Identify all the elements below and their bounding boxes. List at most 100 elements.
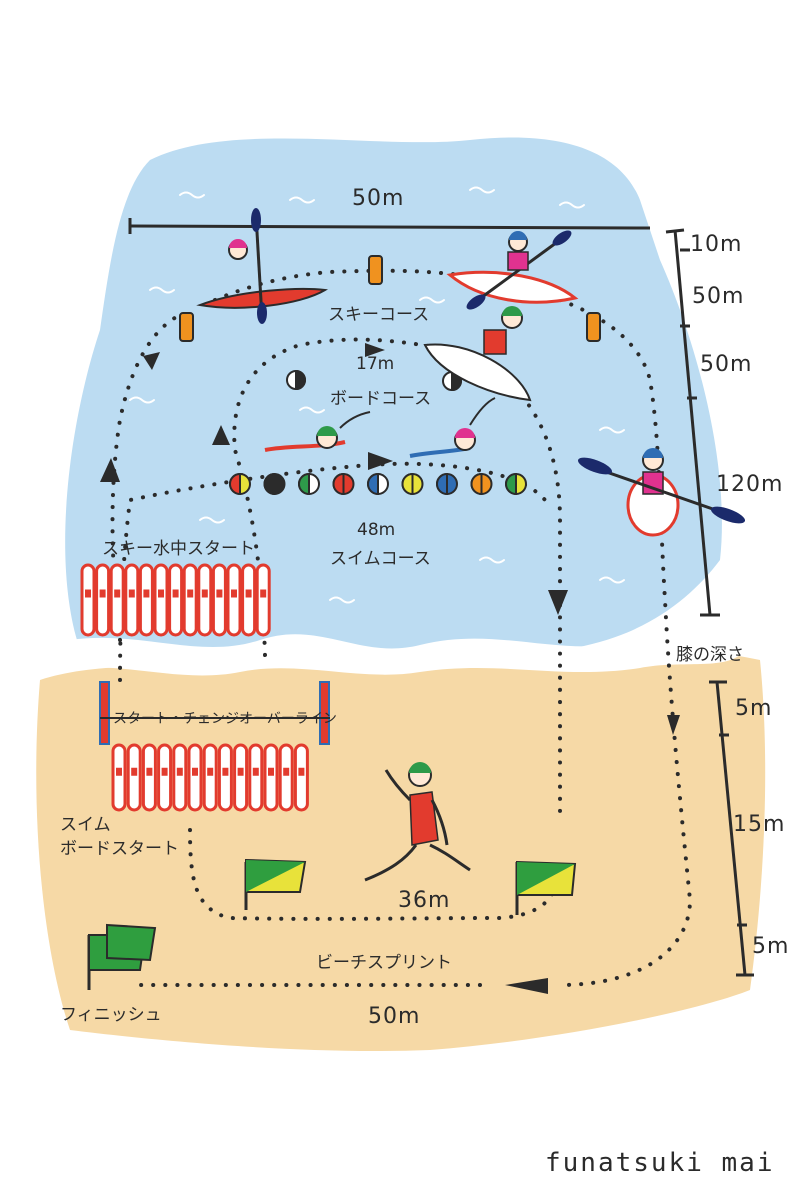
rescue-tube bbox=[211, 563, 227, 637]
start-gate bbox=[99, 681, 330, 745]
sprint-label: ビーチスプリント bbox=[316, 953, 452, 973]
artist-signature: funatsuki mai bbox=[545, 1148, 775, 1178]
sprint-distance-label: 36m bbox=[398, 888, 451, 913]
changeover-line-label: スタート・チェンジオーバーライン bbox=[113, 711, 337, 727]
rescue-tube bbox=[255, 563, 271, 637]
kayak-right bbox=[446, 230, 579, 310]
swim-buoy-half bbox=[298, 472, 310, 496]
rescue-tube-band bbox=[245, 589, 252, 598]
rescue-tube bbox=[153, 563, 169, 637]
rescue-tube-band bbox=[252, 767, 259, 776]
swim-buoy-half bbox=[367, 472, 379, 496]
beach-scale-label-1: 5m bbox=[735, 696, 773, 721]
swim-buoy-half bbox=[229, 472, 241, 496]
rescue-tube bbox=[109, 563, 125, 637]
rescue-tube bbox=[197, 563, 213, 637]
swim-buoy-half bbox=[332, 472, 345, 496]
swim-buoy-half bbox=[505, 472, 517, 496]
rescue-tube-band bbox=[216, 589, 223, 598]
sea-area bbox=[65, 137, 722, 653]
rescue-tube-band bbox=[192, 767, 198, 776]
rescue-tube-band bbox=[298, 767, 305, 776]
beach-scale bbox=[709, 680, 754, 977]
depth-label-4: 120m bbox=[716, 472, 784, 497]
rescue-tube-band bbox=[116, 767, 122, 776]
swim-buoy-half bbox=[470, 472, 483, 496]
rescue-tube bbox=[187, 743, 203, 812]
swim-buoy-half bbox=[401, 472, 414, 496]
surf-board-rider bbox=[423, 306, 532, 402]
board-course-label: ボードコース bbox=[330, 389, 432, 409]
rescue-tube-band bbox=[187, 589, 194, 598]
ski-start-label: スキー水中スタート bbox=[102, 539, 255, 559]
rescue-tube bbox=[124, 563, 140, 637]
rescue-tube bbox=[168, 563, 184, 637]
rescue-tube-band bbox=[161, 767, 168, 776]
rescue-tube bbox=[126, 743, 142, 812]
turn-flag-right bbox=[515, 860, 577, 915]
swim-board-start-label-1: スイム bbox=[60, 815, 111, 835]
swimmer-green bbox=[264, 411, 371, 452]
rescue-tube bbox=[172, 743, 188, 812]
rescue-tube-band bbox=[260, 589, 267, 598]
rescue-tube bbox=[233, 743, 249, 812]
orange-poles bbox=[179, 255, 601, 342]
depth-label-1: 10m bbox=[690, 232, 743, 257]
rescue-tube bbox=[138, 563, 154, 637]
rescue-tube-band bbox=[114, 589, 121, 598]
beach-scale-label-3: 5m bbox=[752, 934, 790, 959]
rescue-tube-band bbox=[131, 767, 138, 776]
board-tubes bbox=[111, 743, 309, 812]
board-distance-label: 17m bbox=[356, 354, 395, 374]
rescue-tube-band bbox=[222, 767, 229, 776]
beach-scale-label-2: 15m bbox=[733, 812, 786, 837]
rescue-tube-band bbox=[207, 767, 214, 776]
rescue-tube-band bbox=[176, 767, 183, 776]
depth-scale bbox=[665, 228, 720, 617]
rescue-tube bbox=[80, 563, 96, 637]
rescue-tube-band bbox=[146, 767, 153, 776]
ski-course-label: スキーコース bbox=[328, 305, 430, 325]
rescue-tube bbox=[241, 563, 257, 637]
rescue-tube-band bbox=[85, 589, 91, 598]
rescue-tube bbox=[202, 743, 218, 812]
rescue-tube bbox=[293, 743, 309, 812]
swim-buoy-half bbox=[263, 472, 276, 496]
rescue-tube-band bbox=[143, 589, 150, 598]
rescue-tube bbox=[263, 743, 279, 812]
rescue-tube bbox=[217, 743, 233, 812]
rescue-tube bbox=[95, 563, 111, 637]
ski-paddler-side bbox=[577, 448, 746, 537]
sea-width-line bbox=[129, 224, 651, 230]
rescue-tube bbox=[278, 743, 294, 812]
rescue-tube bbox=[248, 743, 264, 812]
rescue-tube-band bbox=[99, 589, 106, 598]
beach-runner bbox=[364, 762, 471, 882]
swim-course-label: スイムコース bbox=[330, 549, 431, 569]
kayak-left bbox=[196, 208, 329, 324]
rescue-tube-band bbox=[231, 589, 237, 598]
surf-foam bbox=[70, 634, 740, 676]
depth-label-2: 50m bbox=[692, 284, 745, 309]
bottom-distance-label: 50m bbox=[368, 1004, 421, 1029]
rescue-tube-band bbox=[158, 589, 164, 598]
sand-area bbox=[36, 647, 766, 1051]
rescue-tube-band bbox=[201, 589, 208, 598]
board-turn-buoys bbox=[286, 369, 462, 392]
finish-label: フィニッシュ bbox=[60, 1005, 162, 1025]
knee-depth-label: 膝の深さ bbox=[676, 645, 744, 665]
rescue-tube bbox=[182, 563, 198, 637]
rescue-tube-band bbox=[268, 767, 274, 776]
swim-distance-label: 48m bbox=[357, 520, 396, 540]
swim-buoy-half bbox=[436, 472, 448, 496]
sea-width-label: 50m bbox=[352, 186, 405, 211]
finish-flags bbox=[87, 923, 157, 990]
ski-tubes bbox=[80, 563, 271, 637]
rescue-tube-band bbox=[237, 767, 244, 776]
depth-label-3: 50m bbox=[700, 352, 753, 377]
swim-buoys bbox=[229, 472, 527, 496]
rescue-tube-band bbox=[172, 589, 179, 598]
turn-flag-left bbox=[244, 858, 307, 910]
rescue-tube-band bbox=[128, 589, 135, 598]
